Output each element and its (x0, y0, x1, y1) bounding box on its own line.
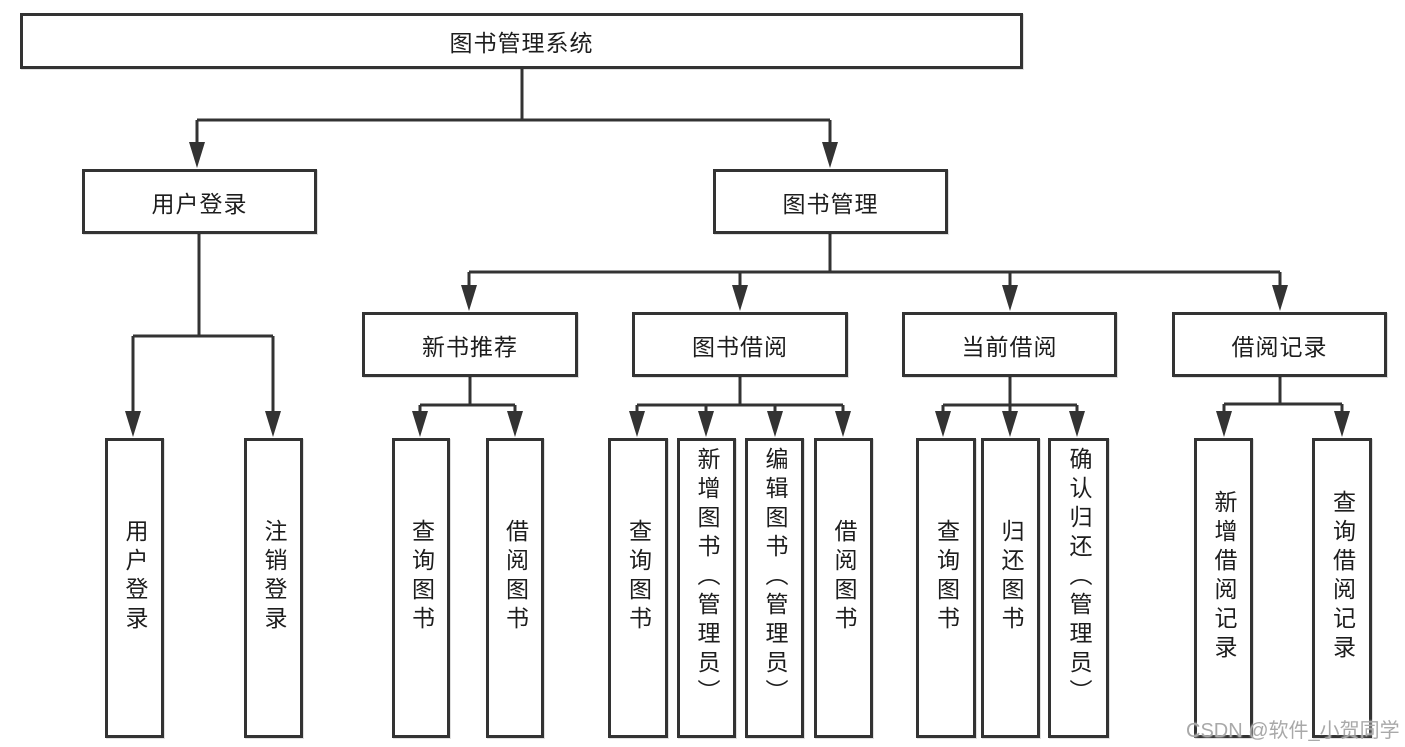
leaf-label: 新增图书（管理员） (694, 446, 720, 708)
arrowhead (732, 285, 748, 311)
arrowhead (1272, 285, 1288, 311)
connector-book-borrowing-to-children (635, 377, 845, 413)
arrowhead (698, 411, 714, 437)
connector-new-book-to-children (418, 377, 517, 413)
leaf-label: 编辑图书（管理员） (762, 446, 788, 708)
leaf-query-borrow-record: 查询借阅记录 (1312, 438, 1372, 738)
arrowhead (767, 411, 783, 437)
node-current-borrowing: 当前借阅 (902, 312, 1117, 377)
node-label: 图书借阅 (692, 333, 788, 360)
arrowhead (265, 411, 281, 437)
arrowhead (189, 142, 205, 168)
arrowhead (1216, 411, 1232, 437)
leaf-label: 查询图书 (933, 519, 960, 635)
leaf-label: 借阅图书 (831, 519, 857, 635)
leaf-label: 新增借阅记录 (1211, 490, 1237, 664)
leaf-add-borrow-record: 新增借阅记录 (1194, 438, 1253, 738)
connector-current-borrowing-to-children (941, 377, 1079, 413)
arrowhead (1002, 411, 1018, 437)
arrowhead (461, 285, 477, 311)
leaf-return-books: 归还图书 (981, 438, 1040, 738)
leaf-label: 查询图书 (408, 519, 435, 635)
leaf-query-books-current: 查询图书 (916, 438, 976, 738)
arrowhead (835, 411, 851, 437)
arrowhead (1069, 411, 1085, 437)
leaf-logout: 注销登录 (244, 438, 303, 738)
connector-borrowing-records-to-children (1222, 377, 1344, 413)
arrowhead (507, 411, 523, 437)
node-label: 用户登录 (151, 190, 248, 217)
node-label: 新书推荐 (422, 333, 518, 360)
node-borrowing-records: 借阅记录 (1172, 312, 1387, 377)
leaf-edit-books-admin: 编辑图书（管理员） (745, 438, 804, 738)
arrowhead (935, 411, 951, 437)
node-root: 图书管理系统 (20, 13, 1023, 69)
leaf-label: 查询图书 (625, 519, 652, 635)
leaf-query-books-recommend: 查询图书 (392, 438, 450, 738)
leaf-confirm-return-admin: 确认归还（管理员） (1048, 438, 1109, 738)
connector-root-to-level1 (195, 69, 832, 145)
arrowhead (822, 142, 838, 168)
node-label: 借阅记录 (1231, 333, 1328, 360)
node-new-book-recommend: 新书推荐 (362, 312, 578, 377)
leaf-add-books-admin: 新增图书（管理员） (677, 438, 736, 738)
leaf-label: 借阅图书 (502, 519, 529, 635)
arrowhead (125, 411, 141, 437)
leaf-user-login: 用户登录 (105, 438, 164, 738)
leaf-label: 用户登录 (122, 519, 148, 635)
node-book-management: 图书管理 (713, 169, 948, 234)
arrowhead (1334, 411, 1350, 437)
arrowhead (629, 411, 645, 437)
leaf-label: 查询借阅记录 (1329, 490, 1356, 664)
leaf-label: 确认归还（管理员） (1066, 446, 1092, 708)
arrowhead (1002, 285, 1018, 311)
arrowhead (412, 411, 428, 437)
leaf-label: 归还图书 (998, 519, 1024, 635)
node-root-label: 图书管理系统 (449, 30, 594, 56)
node-book-borrowing: 图书借阅 (632, 312, 848, 377)
node-user-login: 用户登录 (82, 169, 317, 234)
node-label: 图书管理 (782, 190, 879, 217)
node-label: 当前借阅 (961, 333, 1058, 360)
leaf-borrow-books: 借阅图书 (814, 438, 873, 738)
leaf-label: 注销登录 (261, 519, 287, 635)
connector-book-management-to-level2 (467, 234, 1282, 287)
leaf-borrow-books-recommend: 借阅图书 (486, 438, 544, 738)
watermark: CSDN @软件_小贺同学 (1186, 720, 1400, 742)
leaf-query-books-borrowing: 查询图书 (608, 438, 668, 738)
connector-user-login-to-children (131, 234, 275, 413)
